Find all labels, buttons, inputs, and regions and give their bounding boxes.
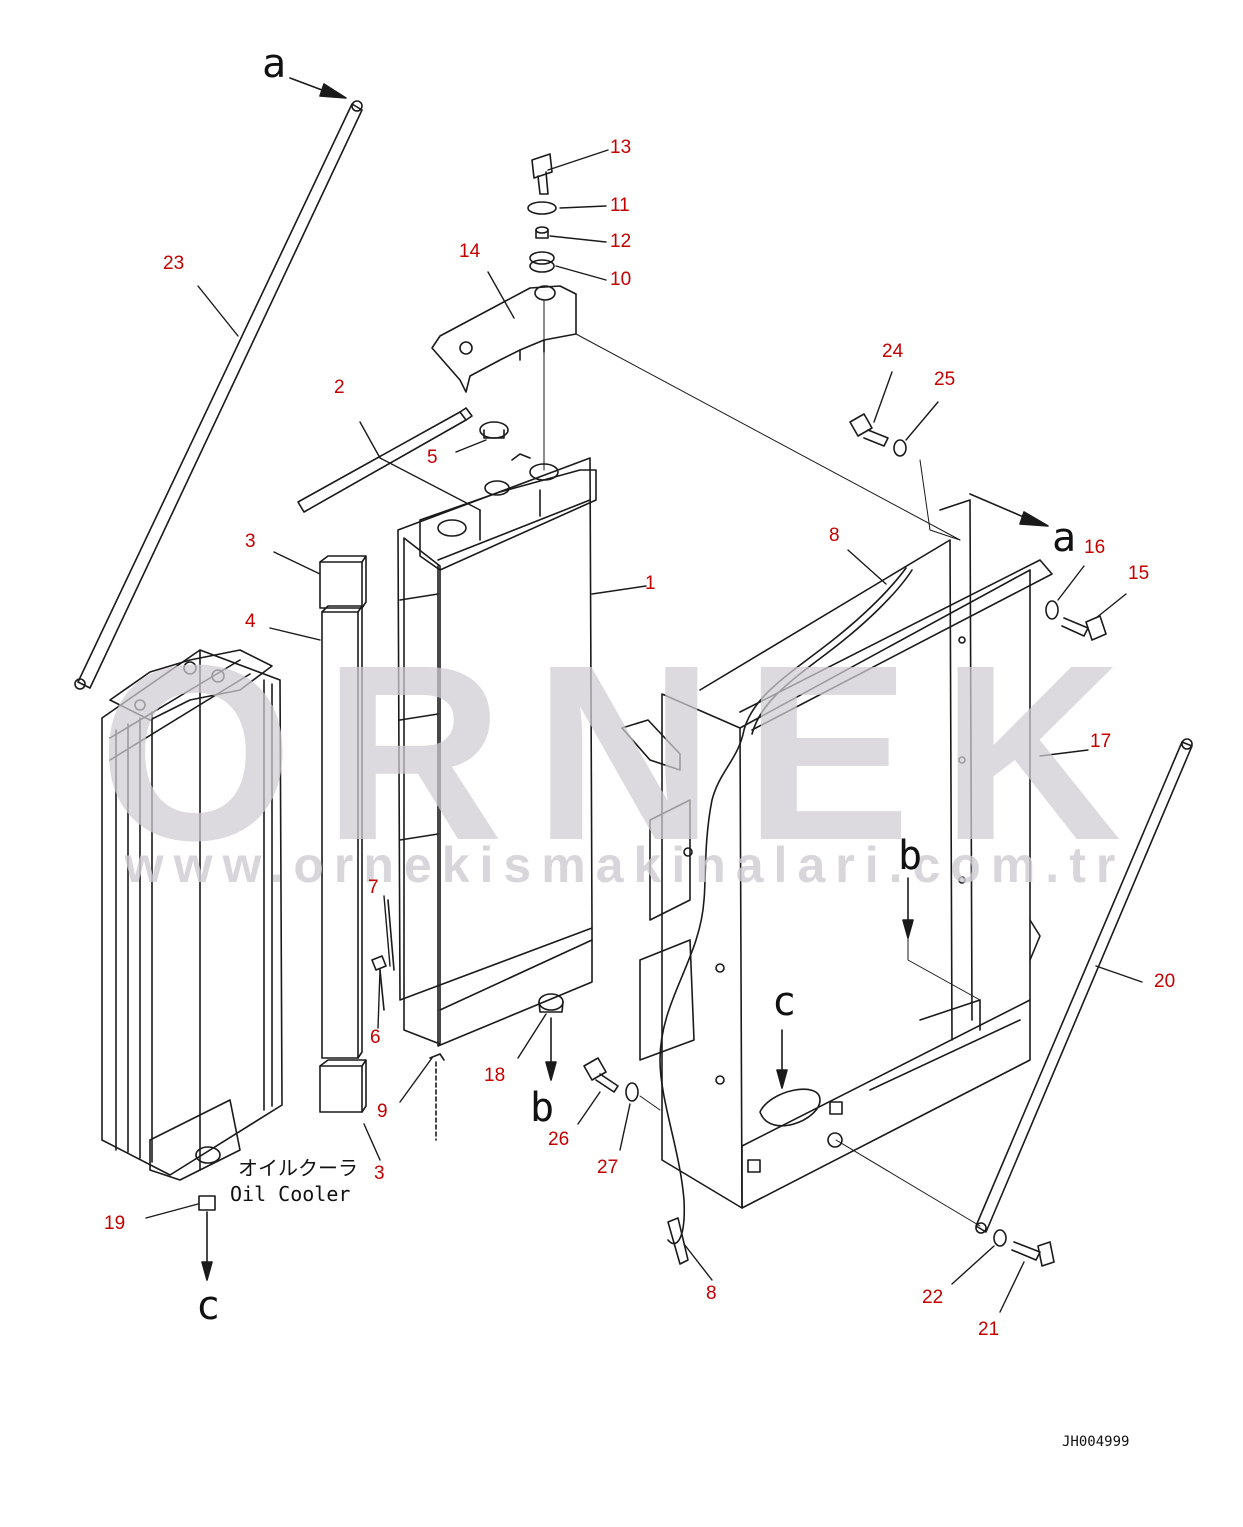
- bolt-21: [1011, 1241, 1055, 1267]
- bushing-19: [198, 1195, 216, 1281]
- stay-rod-20: [975, 738, 1193, 1234]
- callout-4: 4: [245, 611, 256, 632]
- view-ref-a-right: a: [1052, 515, 1077, 561]
- callout-5: 5: [427, 447, 438, 468]
- seal-strip-2: [297, 407, 473, 513]
- watermark-url: www.ornekismakinalari.com.tr: [124, 837, 1126, 893]
- view-ref-c-right: c: [772, 979, 797, 1025]
- callout-7: 7: [368, 877, 379, 898]
- washer-11: [527, 201, 557, 215]
- washer-27: [625, 1082, 639, 1102]
- callout-2: 2: [334, 377, 345, 398]
- callout-3-bottom: 3: [374, 1163, 385, 1184]
- leader-lines: [145, 149, 1143, 1313]
- pin-9: [429, 1053, 445, 1141]
- callout-22: 22: [922, 1287, 944, 1308]
- frame-17: [621, 499, 1053, 1209]
- callout-11: 11: [610, 195, 630, 216]
- callout-27: 27: [597, 1157, 619, 1178]
- harness-8: [659, 567, 913, 1265]
- connection-lines: [575, 333, 981, 1227]
- screw-7: [387, 899, 395, 971]
- callout-15: 15: [1128, 563, 1150, 584]
- collar-12: [535, 226, 549, 239]
- bushing-18: [538, 993, 564, 1081]
- stay-rod-23: [74, 100, 363, 690]
- callout-23: 23: [163, 253, 185, 274]
- callout-9: 9: [377, 1101, 388, 1122]
- cap-5: [479, 421, 510, 496]
- callout-25: 25: [934, 369, 956, 390]
- cushion-10: [529, 251, 555, 273]
- view-ref-b-right: b: [898, 833, 923, 879]
- washer-22: [993, 1229, 1007, 1247]
- view-ref-a-top: a: [262, 41, 287, 87]
- callout-21: 21: [978, 1319, 1000, 1340]
- callout-13: 13: [610, 137, 632, 158]
- bolt-24: [849, 413, 889, 447]
- bolt-26: [583, 1057, 619, 1093]
- view-ref-b-center: b: [530, 1085, 555, 1131]
- callout-17: 17: [1090, 731, 1112, 752]
- oil-cooler: [101, 649, 283, 1181]
- callout-12: 12: [610, 231, 632, 252]
- callout-8-top: 8: [829, 525, 840, 546]
- callout-6: 6: [370, 1027, 381, 1048]
- callout-18: 18: [484, 1065, 506, 1086]
- washer-25: [893, 439, 907, 457]
- callout-14: 14: [459, 241, 481, 262]
- callout-8-bottom: 8: [706, 1283, 717, 1304]
- callout-1: 1: [645, 573, 656, 594]
- clip-6: [371, 955, 387, 1011]
- bracket-14: [431, 285, 577, 393]
- callout-19: 19: [104, 1213, 126, 1234]
- callout-3-top: 3: [245, 531, 256, 552]
- seal-3-bottom: [319, 1059, 367, 1113]
- callout-26: 26: [548, 1129, 570, 1150]
- drawing-code: JH004999: [1062, 1434, 1130, 1450]
- oil-cooler-label-jp: オイルクーラ: [238, 1156, 358, 1180]
- callout-20: 20: [1154, 971, 1176, 992]
- washer-16: [1045, 600, 1059, 620]
- bolt-13: [531, 153, 553, 195]
- callout-16: 16: [1084, 537, 1106, 558]
- view-ref-c-left: c: [196, 1283, 221, 1329]
- seal-4: [321, 605, 363, 1059]
- callout-24: 24: [882, 341, 904, 362]
- watermark-brand: ORNEK: [98, 613, 1152, 892]
- callout-10: 10: [610, 269, 632, 290]
- seal-3-top: [319, 555, 367, 609]
- oil-cooler-label-en: Oil Cooler: [230, 1182, 351, 1206]
